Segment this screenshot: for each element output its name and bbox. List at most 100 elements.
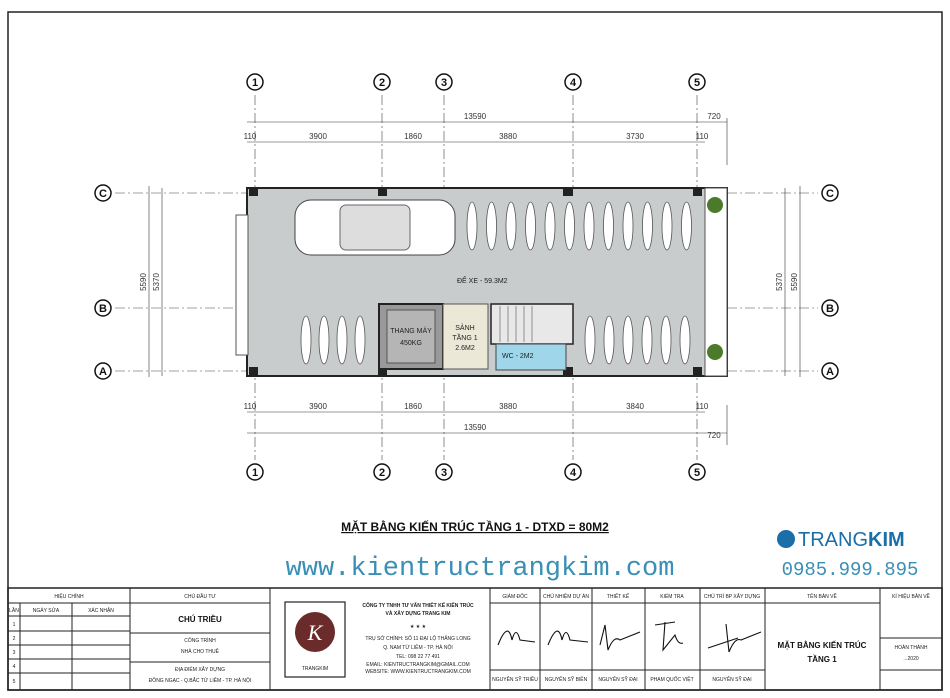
- axis-label-1: 1: [252, 77, 258, 89]
- signature-role: KIỂM TRA: [660, 593, 684, 600]
- company-website: WEBSITE: WWW.KIENTRUCTRANGKIM.COM: [365, 669, 471, 675]
- signature-role: THIẾT KẾ: [607, 593, 630, 600]
- company-name: CÔNG TY TNHH TƯ VẤN THIẾT KẾ KIẾN TRÚC: [362, 601, 474, 609]
- motorbike-icon: [354, 315, 366, 365]
- company-email: EMAIL: KIENTRUCTRANGKIM@GMAIL.COM: [366, 662, 469, 668]
- motorbike-icon: [336, 315, 348, 365]
- company-logo: K TRANGKIM: [295, 612, 335, 672]
- motorbike-icon: [642, 201, 653, 251]
- revision-col-date: NGÀY SỬA: [33, 607, 60, 614]
- lobby: [442, 303, 489, 370]
- signature-role: GIÁM ĐỐC: [502, 593, 528, 600]
- dim-total-bottom: 13590: [464, 423, 487, 432]
- dim-right-inner: 5370: [775, 273, 784, 291]
- signature-name: NGUYỄN SỸ ĐẠI: [712, 676, 751, 683]
- motorbike-icon: [603, 315, 615, 365]
- owner-name: CHÚ TRIỀU: [178, 614, 222, 624]
- svg-text:TRANGKIM: TRANGKIM: [798, 529, 905, 551]
- company-stars: ★ ★ ★: [410, 624, 427, 630]
- project-name: NHÀ CHO THUÊ: [181, 647, 220, 655]
- brand-logo: TRANGKIM: [777, 529, 905, 551]
- completed-value: ...2020: [903, 656, 919, 662]
- revision-row-number: 3: [13, 650, 16, 656]
- sheet-name-label: TÊN BẢN VẼ: [807, 592, 837, 600]
- signature-name: NGUYỄN SỸ BIÊN: [545, 675, 588, 683]
- dim-bottom-2: 1860: [404, 402, 422, 411]
- drawing-title: MẶT BẰNG KIẾN TRÚC TẦNG 1 - DTXD = 80M2: [341, 519, 609, 534]
- plant-icon: [707, 197, 723, 213]
- revision-row-number: 4: [13, 664, 16, 670]
- location-value: ĐÔNG NGẠC - Q.BẮC TỪ LIÊM - TP. HÀ NỘI: [149, 676, 252, 684]
- revision-row-number: 1: [13, 622, 16, 628]
- axis-label-5: 5: [694, 467, 700, 479]
- wc-label: WC - 2M2: [502, 353, 534, 360]
- sheet-name: MẶT BẰNG KIẾN TRÚC: [778, 640, 867, 650]
- entrance-gate[interactable]: [235, 214, 249, 356]
- dim-bottom-edge-left: 110: [244, 402, 257, 411]
- motorbike-icon: [525, 201, 536, 251]
- axis-bubbles: [94, 73, 839, 481]
- dim-bottom-1: 3900: [309, 402, 327, 411]
- dim-total-top: 13590: [464, 112, 487, 121]
- motorbike-icon: [584, 315, 596, 365]
- dimension-lines: [148, 118, 801, 445]
- dim-bottom-edge-right: 110: [696, 402, 709, 411]
- lobby-label: SẢNH: [455, 323, 474, 332]
- svg-text:TRANGKIM: TRANGKIM: [302, 666, 328, 672]
- signature-marks: [497, 621, 762, 653]
- project-label: CÔNG TRÌNH: [184, 637, 216, 644]
- sheet-code-label: KÍ HIỆU BẢN VẼ: [892, 592, 930, 600]
- axis-label-b: B: [826, 303, 834, 315]
- motorbike-icon: [583, 201, 595, 251]
- plant-icon: [707, 344, 723, 360]
- completed-label: HOÀN THÀNH: [895, 644, 928, 651]
- dim-right-outer: 5590: [790, 273, 799, 291]
- elevator-car: [386, 309, 436, 364]
- dim-bottom-4: 3840: [626, 402, 644, 411]
- axis-label-a: A: [826, 366, 834, 378]
- motorbike-icon: [681, 201, 692, 251]
- motorbike-icon: [622, 315, 634, 365]
- company-tel: TEL: 098 22 77 491: [396, 654, 440, 660]
- car-icon: [294, 199, 456, 256]
- dim-top-2: 1860: [404, 132, 422, 141]
- axis-label-4: 4: [570, 467, 577, 479]
- motorbike-spaces: [300, 201, 692, 365]
- owner-header: CHỦ ĐẦU TƯ: [184, 593, 216, 600]
- axis-label-2: 2: [379, 467, 385, 479]
- revision-col-confirm: XÁC NHẬN: [88, 607, 114, 614]
- signature-role: CHỦ NHIỆM DỰ ÁN: [543, 592, 589, 600]
- stair-treads: [499, 306, 533, 342]
- elevator-capacity: 450KG: [400, 340, 422, 347]
- motorbike-icon: [300, 315, 312, 365]
- axis-label-c: C: [99, 188, 107, 200]
- motorbike-icon: [318, 315, 330, 365]
- motorbike-icon: [660, 315, 672, 365]
- axis-label-c: C: [826, 188, 834, 200]
- wc-room: [495, 343, 567, 371]
- motorbike-icon: [603, 201, 614, 251]
- dim-bottom-offset: 720: [707, 431, 721, 440]
- dim-top-offset: 720: [707, 112, 721, 121]
- dim-left-inner: 5370: [152, 273, 161, 291]
- axis-label-4: 4: [570, 77, 577, 89]
- title-block-frame: [7, 587, 943, 691]
- motorbike-icon: [564, 201, 575, 251]
- dim-top-4: 3730: [626, 132, 644, 141]
- svg-text:K: K: [307, 620, 324, 645]
- elevator-label: THANG MÁY: [390, 326, 432, 335]
- dim-top-edge-left: 110: [244, 132, 257, 141]
- axis-label-b: B: [99, 303, 107, 315]
- revision-header: HIỆU CHỈNH: [54, 592, 84, 600]
- signature-name: NGUYỄN SỸ TRIỀU: [492, 676, 538, 683]
- lobby-area: 2.6M2: [455, 345, 475, 352]
- signature-name: NGUYỄN SỸ ĐẠI: [598, 676, 637, 683]
- motorbike-icon: [679, 315, 691, 365]
- revision-row-number: 5: [13, 679, 16, 685]
- dim-left-outer: 5590: [139, 273, 148, 291]
- axis-label-3: 3: [441, 77, 447, 89]
- room-parking-label: ĐỂ XE - 59.3M2: [457, 276, 508, 285]
- axis-label-5: 5: [694, 77, 700, 89]
- dim-top-1: 3900: [309, 132, 327, 141]
- revision-row-number: 2: [13, 636, 16, 642]
